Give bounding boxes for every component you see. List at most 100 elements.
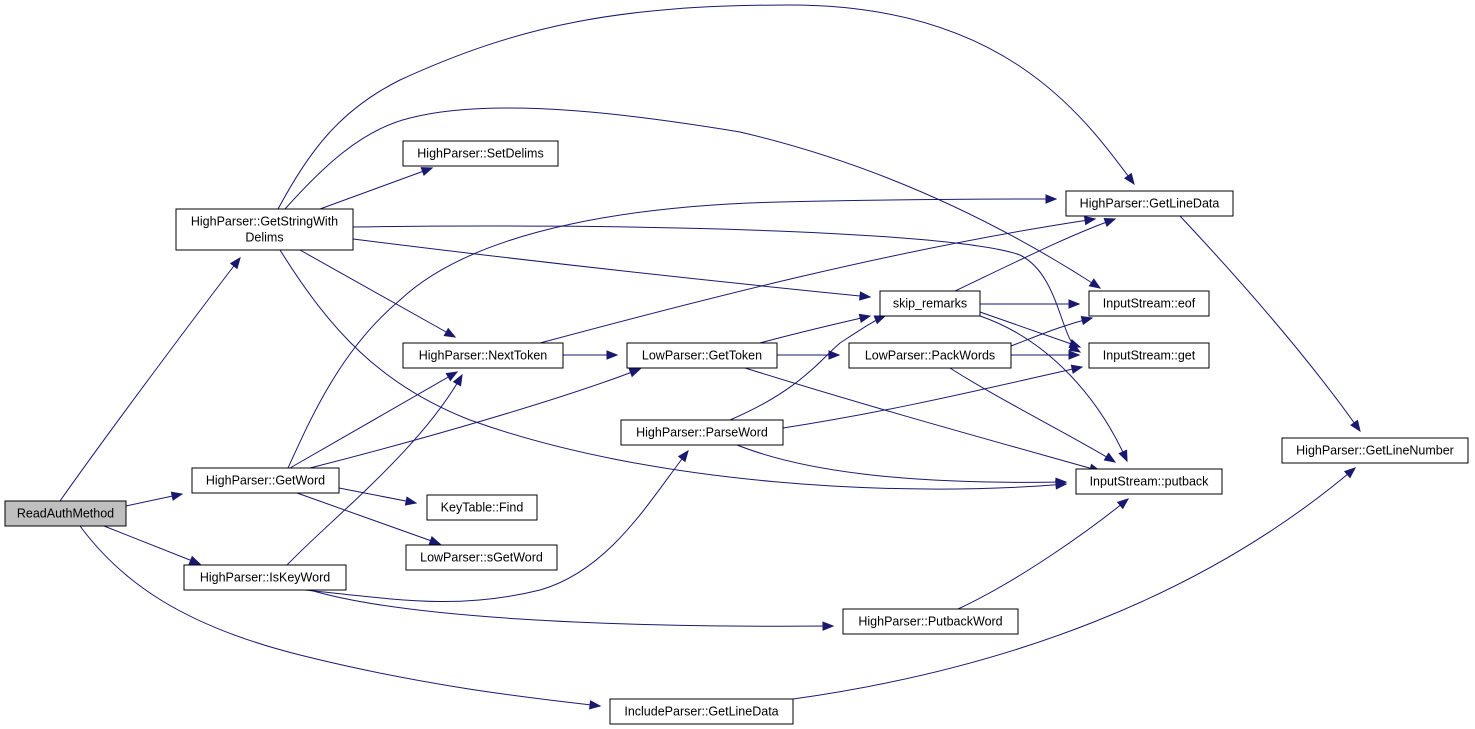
edge-line [792,467,1356,700]
node-get-line-number[interactable]: HighParser::GetLineNumber [1281,437,1469,464]
edge-next-token-to-get-token [563,350,619,360]
node-parse-word[interactable]: HighParser::ParseWord [620,419,784,446]
node-get-line-data[interactable]: HighParser::GetLineData [1065,190,1234,217]
node-label: LowParser::GetToken [642,349,762,363]
edge-read-auth-method-to-get-string-with-delims [59,256,241,502]
edge-arrowhead [828,350,841,360]
edge-arrowhead [1055,477,1068,487]
edge-arrowhead [1350,419,1361,433]
edge-get-string-with-delims-to-get [352,225,1082,353]
edge-is-keyword-to-next-token [286,373,463,566]
node-box [879,290,981,317]
edge-arrowhead [1343,467,1357,479]
node-label: HighParser::SetDelims [417,147,543,161]
node-label: InputStream::eof [1103,297,1196,311]
node-s-get-word[interactable]: LowParser::sGetWord [405,544,558,571]
edges-layer [59,4,1361,710]
edge-line [352,225,1081,353]
edge-read-auth-method-to-include-get-line-data [79,525,602,710]
nodes-layer: ReadAuthMethod HighParser::GetStringWithD… [4,140,1469,725]
node-box [4,500,127,527]
edge-line [59,257,241,502]
node-label: LowParser::sGetWord [420,551,543,565]
edge-get-string-with-delims-to-next-token [299,249,457,338]
edge-line [979,315,1128,462]
node-is-keyword[interactable]: HighParser::IsKeyWord [183,564,347,591]
edge-arrowhead [677,449,689,463]
node-read-auth-method[interactable]: ReadAuthMethod [4,500,127,527]
edge-arrowhead [420,167,434,177]
edge-arrowhead [188,555,202,565]
node-box [848,342,1012,369]
edge-get-token-to-pack-words [777,350,841,360]
edge-arrowhead [1116,498,1130,510]
edge-line [539,218,1096,344]
edge-line [736,444,1067,483]
node-get-word[interactable]: HighParser::GetWord [191,467,340,494]
node-label: HighParser::IsKeyWord [200,571,330,585]
node-box [402,140,559,167]
node-box [609,698,794,725]
node-key-table-find[interactable]: KeyTable::Find [426,494,538,521]
edge-arrowhead [606,350,619,360]
edge-skip-remarks-to-get-line-data [954,218,1117,292]
edge-arrowhead [859,291,872,301]
edge-line [338,487,417,504]
node-get-token[interactable]: LowParser::GetToken [626,342,778,369]
edge-include-get-line-data-to-get-line-number [792,467,1357,700]
edge-line [279,249,1067,490]
edge-putback-word-to-putback [957,498,1130,610]
edge-get-word-to-key-table-find [338,487,418,506]
edge-arrowhead [1068,350,1081,360]
node-putback-word[interactable]: HighParser::PutbackWord [842,608,1019,635]
edge-pack-words-to-get [1011,350,1081,360]
node-label: InputStream::get [1103,349,1196,363]
edge-get-token-to-skip-remarks [759,313,872,344]
node-box [175,208,354,251]
node-eof[interactable]: InputStream::eof [1088,290,1210,317]
edge-arrowhead [858,313,872,324]
edge-line [277,4,1135,210]
edge-arrowhead [1083,215,1097,226]
node-skip-remarks[interactable]: skip_remarks [879,290,981,317]
edge-arrowhead [1080,315,1094,326]
edge-skip-remarks-to-putback [979,315,1128,463]
node-putback[interactable]: InputStream::putback [1075,468,1223,495]
edge-next-token-to-get-line-data [539,215,1097,344]
node-label: HighParser::GetLineNumber [1296,444,1454,458]
edge-arrowhead [452,373,463,387]
edge-arrowhead [428,536,442,545]
node-include-get-line-data[interactable]: IncludeParser::GetLineData [609,698,794,725]
edge-arrowhead [589,700,602,710]
edge-line [309,589,834,627]
edge-get-string-with-delims-to-skip-remarks [352,238,872,301]
node-label: Delims [245,231,283,245]
edge-get-token-to-putback [744,367,1102,473]
node-box [626,342,778,369]
edge-arrowhead [1118,449,1128,463]
node-label: InputStream::putback [1090,475,1210,489]
edge-line [782,366,1083,429]
edge-line [289,371,458,469]
node-box [1088,342,1210,369]
edge-arrowhead [873,315,887,325]
node-get[interactable]: InputStream::get [1088,342,1210,369]
edge-line [296,492,441,545]
edge-get-word-to-get-token [309,368,642,469]
edge-arrowhead [404,496,418,506]
node-label: HighParser::GetStringWith [191,215,338,229]
edge-arrowhead [1068,339,1082,349]
node-next-token[interactable]: HighParser::NextToken [402,342,564,369]
node-set-delims[interactable]: HighParser::SetDelims [402,140,559,167]
edge-get-line-data-to-get-line-number [1179,215,1361,433]
edge-parse-word-to-putback [736,444,1068,487]
edge-arrowhead [1123,172,1135,186]
edge-line [284,107,1101,289]
edge-line [744,367,1101,472]
edge-arrowhead [443,327,457,338]
node-label: HighParser::GetWord [206,474,325,488]
edge-read-auth-method-to-is-keyword [103,525,202,565]
node-pack-words[interactable]: LowParser::PackWords [848,342,1012,369]
edge-line [979,311,1081,348]
